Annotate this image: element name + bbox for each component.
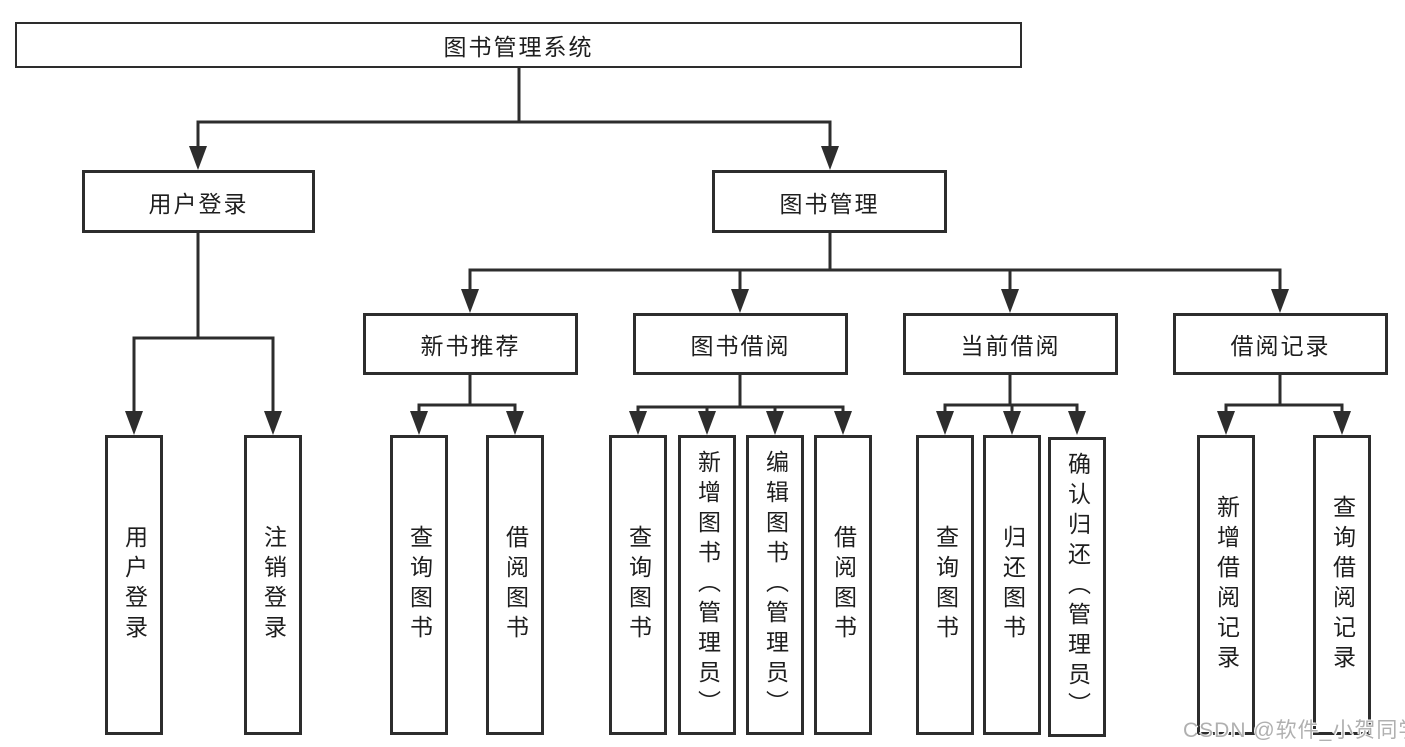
node-label: 用户登录 xyxy=(121,525,148,645)
leaf-query-borrow-record: 查询借阅记录 xyxy=(1313,435,1371,735)
arrow-down-icon xyxy=(264,411,282,435)
node-label: 借阅图书 xyxy=(830,525,857,645)
node-label: 新书推荐 xyxy=(420,333,521,359)
leaf-query-books-current: 查询图书 xyxy=(916,435,974,735)
arrow-down-icon xyxy=(821,146,839,170)
node-label: 注销登录 xyxy=(260,525,287,645)
node-label: 查询图书 xyxy=(932,525,959,645)
leaf-query-books-borrow: 查询图书 xyxy=(609,435,667,735)
leaf-borrow-books: 借阅图书 xyxy=(814,435,872,735)
arrow-down-icon xyxy=(410,411,428,435)
node-label: 归还图书 xyxy=(999,525,1026,645)
arrow-down-icon xyxy=(506,411,524,435)
watermark: CSDN @软件_小贺同学 xyxy=(1183,719,1405,742)
node-user-login: 用户登录 xyxy=(82,170,315,233)
node-label: 图书管理系统 xyxy=(443,34,594,60)
node-label: 借阅记录 xyxy=(1230,333,1331,359)
leaf-return-book: 归还图书 xyxy=(983,435,1041,735)
arrow-down-icon xyxy=(189,146,207,170)
node-book-management-system: 图书管理系统 xyxy=(15,22,1022,68)
arrow-down-icon xyxy=(1271,289,1289,313)
node-borrowing-records: 借阅记录 xyxy=(1173,313,1388,375)
arrow-down-icon xyxy=(834,411,852,435)
node-label: 查询借阅记录 xyxy=(1329,495,1356,675)
leaf-add-book-admin: 新增图书（管理员） xyxy=(678,435,736,735)
leaf-borrow-books-recommend: 借阅图书 xyxy=(486,435,544,735)
arrow-down-icon xyxy=(731,289,749,313)
arrowheads xyxy=(125,146,1351,435)
arrow-down-icon xyxy=(1217,411,1235,435)
arrow-down-icon xyxy=(766,411,784,435)
arrow-down-icon xyxy=(125,411,143,435)
arrow-down-icon xyxy=(1003,411,1021,435)
leaf-add-borrow-record: 新增借阅记录 xyxy=(1197,435,1255,735)
node-label: 新增借阅记录 xyxy=(1213,495,1240,675)
node-book-borrowing: 图书借阅 xyxy=(633,313,848,375)
arrow-down-icon xyxy=(698,411,716,435)
node-book-management: 图书管理 xyxy=(712,170,947,233)
arrow-down-icon xyxy=(1068,411,1086,435)
leaf-confirm-return-admin: 确认归还（管理员） xyxy=(1048,437,1106,737)
node-label: 查询图书 xyxy=(406,525,433,645)
node-label: 编辑图书（管理员） xyxy=(762,450,789,720)
node-new-book-recommend: 新书推荐 xyxy=(363,313,578,375)
node-label: 借阅图书 xyxy=(502,525,529,645)
node-label: 当前借阅 xyxy=(960,333,1061,359)
node-label: 图书借阅 xyxy=(690,333,791,359)
node-label: 用户登录 xyxy=(148,190,249,217)
leaf-edit-book-admin: 编辑图书（管理员） xyxy=(746,435,804,735)
node-label: 查询图书 xyxy=(625,525,652,645)
arrow-down-icon xyxy=(1001,289,1019,313)
node-label: 新增图书（管理员） xyxy=(694,450,721,720)
node-label: 图书管理 xyxy=(779,190,880,217)
node-label: 确认归还（管理员） xyxy=(1064,452,1091,722)
arrow-down-icon xyxy=(629,411,647,435)
arrow-down-icon xyxy=(1333,411,1351,435)
leaf-query-books-recommend: 查询图书 xyxy=(390,435,448,735)
arrow-down-icon xyxy=(461,289,479,313)
leaf-logout: 注销登录 xyxy=(244,435,302,735)
node-current-borrowing: 当前借阅 xyxy=(903,313,1118,375)
leaf-user-login: 用户登录 xyxy=(105,435,163,735)
arrow-down-icon xyxy=(936,411,954,435)
